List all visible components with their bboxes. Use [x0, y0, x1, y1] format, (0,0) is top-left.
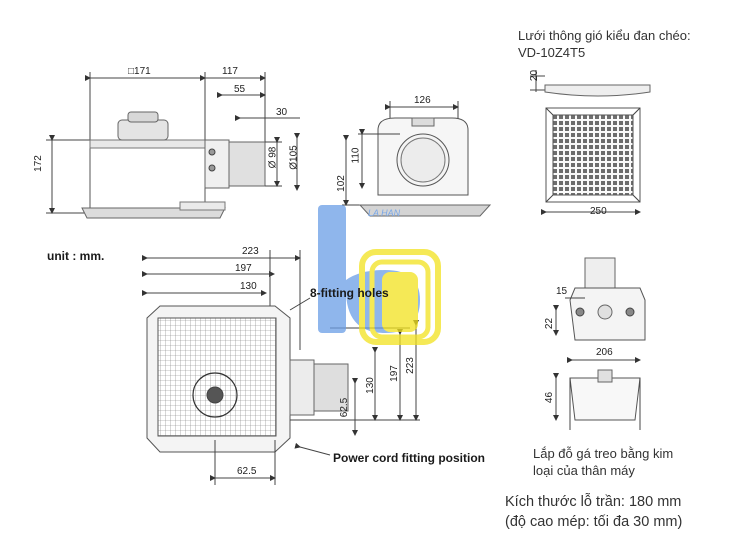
top-dim-223: 223	[242, 246, 259, 257]
bracket-caption-line1: Lắp đỗ gá treo bằng kim	[533, 446, 674, 461]
grille-drawing	[530, 70, 651, 215]
logo-watermark	[318, 205, 441, 345]
watermark-text: LA HAN	[368, 208, 401, 218]
bracket-dim-22: 22	[544, 317, 556, 330]
top-dim-v130: 130	[364, 377, 376, 394]
front-view	[342, 101, 492, 217]
top-dim-v223: 223	[404, 357, 416, 374]
power-cord-label: Power cord fitting position	[333, 451, 485, 465]
side-view	[46, 72, 300, 219]
top-dim-197: 197	[235, 263, 252, 274]
grille-dim-width: 250	[590, 206, 607, 217]
side-dim-dia-inner: Ø 98	[267, 146, 279, 169]
grille-title-line2: VD-10Z4T5	[518, 45, 586, 60]
bracket-dim-15: 15	[556, 286, 568, 297]
side-dim-height: 172	[32, 155, 44, 172]
fitting-holes-label: 8-fitting holes	[310, 286, 389, 300]
bracket-drawing	[553, 257, 646, 430]
ceiling-hole-size: Kích thước lỗ trần: 180 mm	[505, 494, 682, 510]
unit-label: unit : mm.	[47, 249, 105, 263]
side-dim-dia-outer: Ø105	[288, 145, 300, 170]
front-dim-height-a: 110	[350, 147, 362, 164]
side-dim-offset: 117	[222, 66, 238, 77]
side-dim-flange-a: 55	[234, 84, 246, 95]
bracket-dim-46: 46	[544, 391, 556, 404]
top-dim-v197: 197	[388, 365, 400, 382]
top-view	[142, 250, 420, 485]
front-dim-width: 126	[414, 95, 431, 106]
front-dim-height-b: 102	[335, 175, 347, 192]
side-dim-width: □171	[128, 66, 151, 77]
bracket-dim-206: 206	[596, 347, 613, 358]
grille-title-line1: Lưới thông gió kiểu đan chéo:	[518, 28, 691, 43]
top-dim-130: 130	[240, 281, 257, 292]
grille-dim-height: 20	[529, 69, 541, 82]
ceiling-edge-height: (độ cao mép: tối đa 30 mm)	[505, 514, 683, 530]
top-dim-h62-5: 62.5	[237, 466, 257, 477]
bracket-caption-line2: loại của thân máy	[533, 463, 635, 478]
side-dim-flange-b: 30	[276, 107, 288, 118]
top-dim-v62-5: 62.5	[339, 397, 351, 418]
